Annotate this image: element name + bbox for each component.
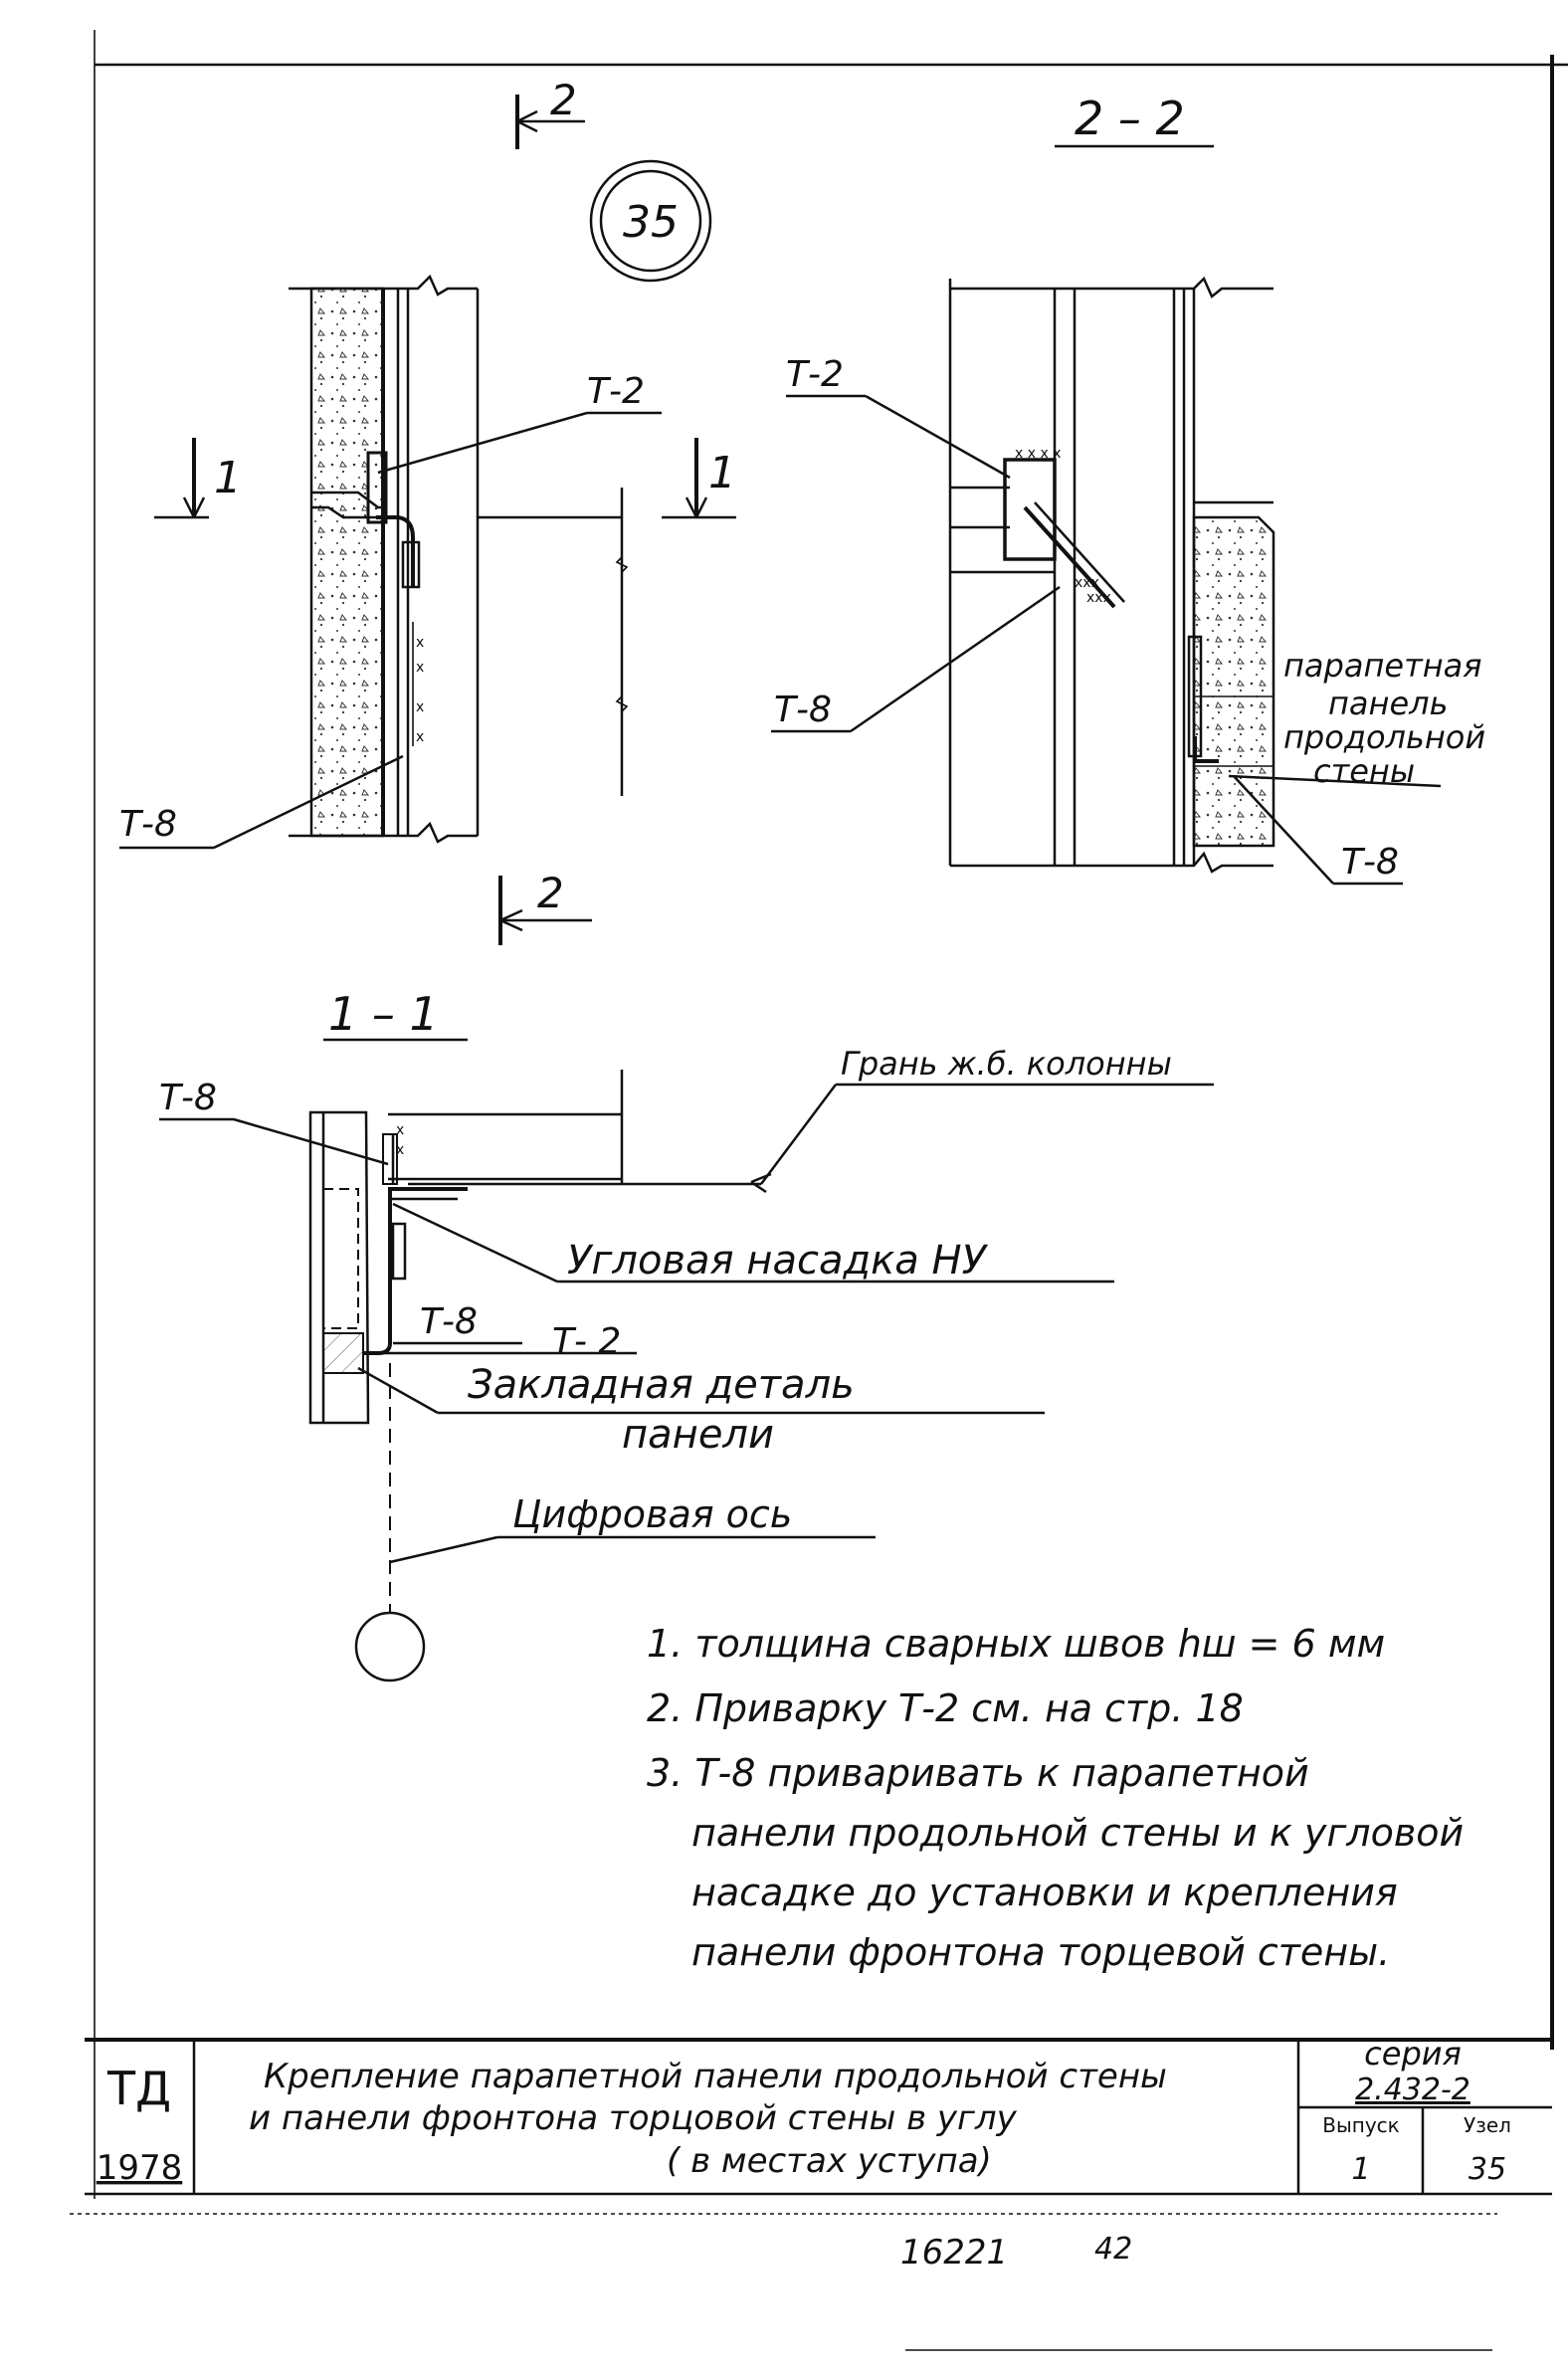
section-mark-bottom: 2 bbox=[498, 869, 592, 945]
tb-issue-value: 1 bbox=[1351, 2152, 1370, 2187]
tb-title-line2: и панели фронтона торцовой стены в углу bbox=[249, 2098, 1018, 2138]
cut-left-label: 1 bbox=[214, 453, 242, 503]
section-1-1: 1 – 1 x x Т-8 Грань ж.б. колонны bbox=[159, 987, 1214, 1682]
section-2-2: 2 – 2 x x x x xxx xxx Т-2 Т-8 bbox=[771, 92, 1485, 886]
tb-title-line3: ( в местах уступа) bbox=[667, 2141, 992, 2181]
label-corner-nozzle: Угловая насадка НУ bbox=[567, 1238, 989, 1284]
note-3: 3. Т-8 приваривать к парапетной bbox=[647, 1751, 1309, 1795]
label-parapet-3: продольной bbox=[1283, 718, 1485, 756]
label-t2-section22: Т-2 bbox=[786, 354, 844, 395]
footer: 16221 42 bbox=[70, 2213, 1497, 2351]
title-section-22: 2 – 2 bbox=[1075, 92, 1185, 145]
svg-text:xxx: xxx bbox=[1075, 575, 1099, 591]
notes-block: 1. толщина сварных швов hш = 6 мм 2. При… bbox=[647, 1622, 1464, 1974]
svg-text:x: x bbox=[416, 635, 424, 651]
node-badge-number: 35 bbox=[623, 197, 679, 248]
note-3-line3: насадке до установки и крепления bbox=[691, 1871, 1398, 1914]
label-embedded-2: панели bbox=[622, 1412, 774, 1458]
note-3-line2: панели продольной стены и к угловой bbox=[691, 1811, 1464, 1855]
tb-node-value: 35 bbox=[1469, 2152, 1506, 2187]
tb-year: 1978 bbox=[97, 2148, 183, 2188]
svg-text:x: x bbox=[396, 1142, 404, 1158]
label-parapet-2: панель bbox=[1328, 685, 1448, 722]
tb-title-line1: Крепление парапетной панели продольной с… bbox=[264, 2057, 1167, 2096]
svg-text:x: x bbox=[396, 1122, 404, 1138]
label-t8-section11-mid: Т-8 bbox=[420, 1301, 478, 1342]
cut-right-label: 1 bbox=[708, 448, 736, 498]
svg-text:x x x x: x x x x bbox=[1015, 446, 1062, 462]
note-1: 1. толщина сварных швов hш = 6 мм bbox=[647, 1622, 1385, 1666]
section-mark-top: 2 bbox=[515, 76, 585, 149]
tb-series-value: 2.432-2 bbox=[1355, 2073, 1470, 2107]
tb-series-label: серия bbox=[1364, 2035, 1462, 2073]
label-column-face: Грань ж.б. колонны bbox=[841, 1045, 1172, 1083]
footer-sheet-number: 42 bbox=[1094, 2232, 1132, 2267]
label-t2-elevation: Т-2 bbox=[587, 371, 645, 412]
tb-code: ТД bbox=[106, 2062, 171, 2115]
title-section-11: 1 – 1 bbox=[328, 987, 439, 1041]
sheet-frame bbox=[94, 30, 1568, 2199]
label-t8-elevation: Т-8 bbox=[119, 804, 177, 845]
svg-text:x: x bbox=[416, 729, 424, 745]
label-parapet-1: парапетная bbox=[1283, 647, 1481, 685]
label-embedded-1: Закладная деталь bbox=[468, 1362, 855, 1408]
note-2: 2. Приварку Т-2 см. на стр. 18 bbox=[647, 1686, 1244, 1730]
cut-bottom-label: 2 bbox=[537, 869, 564, 917]
label-t2-section11: Т- 2 bbox=[552, 1321, 621, 1362]
title-block: ТД 1978 Крепление парапетной панели прод… bbox=[85, 2035, 1552, 2196]
label-t8-section22-right: Т-8 bbox=[1341, 842, 1399, 883]
svg-text:x: x bbox=[416, 699, 424, 715]
tb-node-label: Узел bbox=[1464, 2113, 1511, 2137]
svg-text:xxx: xxx bbox=[1086, 590, 1111, 606]
label-t8-section22: Т-8 bbox=[774, 690, 832, 730]
label-axis: Цифровая ось bbox=[512, 1492, 792, 1536]
label-t8-section11-top: Т-8 bbox=[159, 1078, 217, 1118]
cut-top-label: 2 bbox=[550, 76, 577, 124]
svg-text:x: x bbox=[416, 660, 424, 676]
footer-doc-number: 16221 bbox=[900, 2233, 1008, 2273]
elevation-view: x x x x 1 1 Т-2 Т-8 bbox=[119, 274, 736, 850]
node-badge: 35 bbox=[589, 159, 712, 283]
tb-issue-label: Выпуск bbox=[1322, 2113, 1400, 2137]
note-3-line4: панели фронтона торцевой стены. bbox=[691, 1930, 1390, 1974]
